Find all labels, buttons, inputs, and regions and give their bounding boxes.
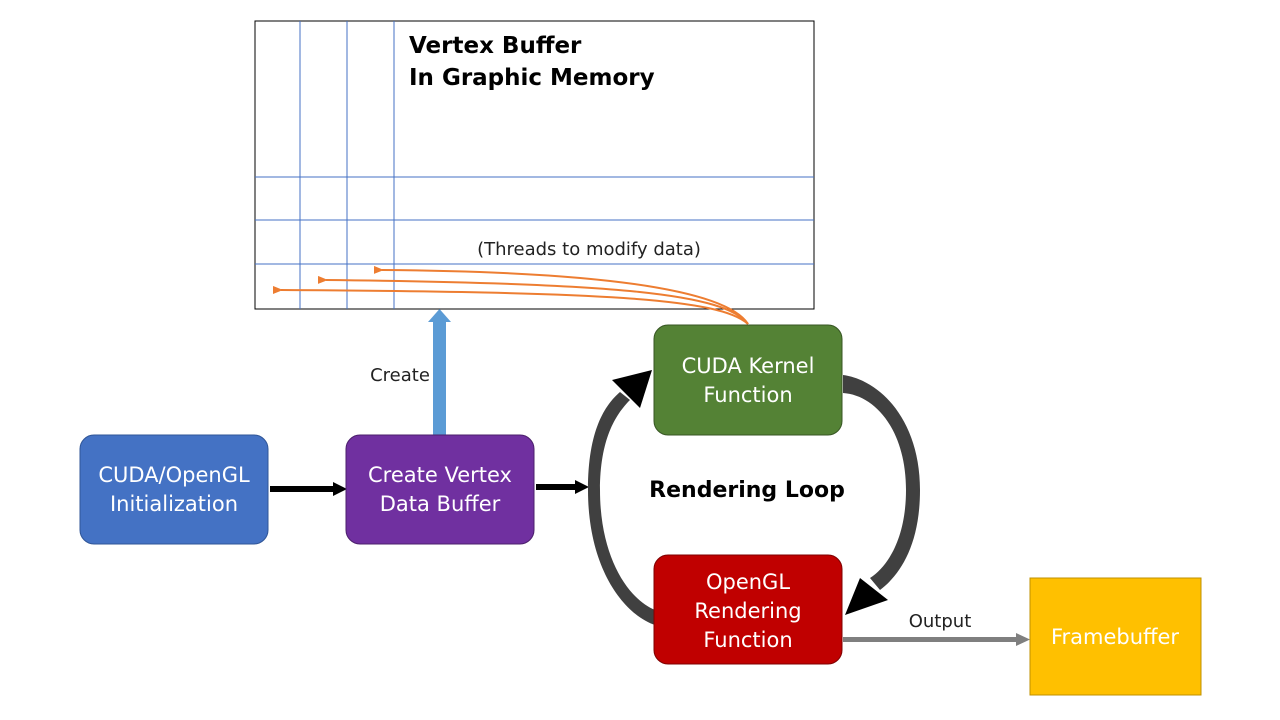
output-arrow bbox=[843, 633, 1030, 646]
loop-arrow-render-to-kernel bbox=[588, 370, 655, 625]
loop-arrow-body bbox=[588, 392, 655, 625]
output-arrow-head bbox=[1016, 633, 1030, 646]
vertex-buffer-title: Vertex Buffer bbox=[409, 33, 582, 59]
create-buffer-node-line1: Create Vertex bbox=[368, 463, 512, 487]
init-node: CUDA/OpenGL Initialization bbox=[79, 434, 269, 545]
thread-arrow bbox=[373, 265, 749, 325]
vertex-buffer-subtitle: In Graphic Memory bbox=[409, 65, 655, 91]
vertex-buffer-block: Vertex Buffer In Graphic Memory (Threads… bbox=[254, 20, 815, 310]
loop-arrow-head bbox=[612, 370, 652, 408]
cuda-kernel-node-line2: Function bbox=[703, 383, 792, 407]
create-to-loop-arrow bbox=[536, 480, 589, 494]
loop-arrow-head bbox=[845, 578, 888, 615]
output-arrow-shaft bbox=[843, 637, 1018, 642]
rendering-loop-label: Rendering Loop bbox=[649, 478, 845, 503]
create-arrow-head bbox=[428, 309, 451, 322]
create-buffer-node: Create Vertex Data Buffer bbox=[345, 434, 535, 545]
create-buffer-node-box bbox=[345, 434, 535, 545]
opengl-render-node-line1: OpenGL bbox=[706, 570, 790, 594]
arrow-shaft bbox=[536, 484, 576, 490]
arrow-head bbox=[333, 482, 347, 496]
create-buffer-node-line2: Data Buffer bbox=[380, 492, 501, 516]
framebuffer-node-box bbox=[1029, 577, 1202, 696]
arrow-shaft bbox=[270, 486, 334, 492]
framebuffer-node-label: Framebuffer bbox=[1051, 625, 1179, 649]
vertex-buffer-grid bbox=[255, 21, 814, 309]
thread-arrow bbox=[272, 285, 749, 325]
thread-arrows bbox=[272, 265, 749, 325]
opengl-render-node-line2: Rendering bbox=[694, 599, 801, 623]
loop-arrow-body bbox=[843, 375, 920, 590]
init-node-line2: Initialization bbox=[110, 492, 238, 516]
create-arrow bbox=[428, 309, 451, 436]
cuda-kernel-node: CUDA Kernel Function bbox=[653, 324, 843, 436]
init-node-box bbox=[79, 434, 269, 545]
arrow-head bbox=[575, 480, 589, 494]
opengl-render-node: OpenGL Rendering Function bbox=[653, 554, 843, 665]
output-arrow-label: Output bbox=[909, 611, 972, 632]
create-arrow-label: Create bbox=[370, 365, 430, 386]
init-node-line1: CUDA/OpenGL bbox=[98, 463, 250, 487]
cuda-kernel-node-line1: CUDA Kernel bbox=[682, 354, 815, 378]
opengl-render-node-box bbox=[653, 554, 843, 665]
loop-arrow-kernel-to-render bbox=[843, 375, 920, 615]
init-to-create-arrow bbox=[270, 482, 347, 496]
create-arrow-shaft bbox=[433, 322, 446, 436]
framebuffer-node: Framebuffer bbox=[1029, 577, 1202, 696]
opengl-render-node-line3: Function bbox=[703, 628, 792, 652]
cuda-kernel-node-box bbox=[653, 324, 843, 436]
vertex-buffer-border bbox=[254, 20, 815, 310]
thread-arrow bbox=[317, 275, 749, 325]
threads-label: (Threads to modify data) bbox=[477, 239, 701, 260]
